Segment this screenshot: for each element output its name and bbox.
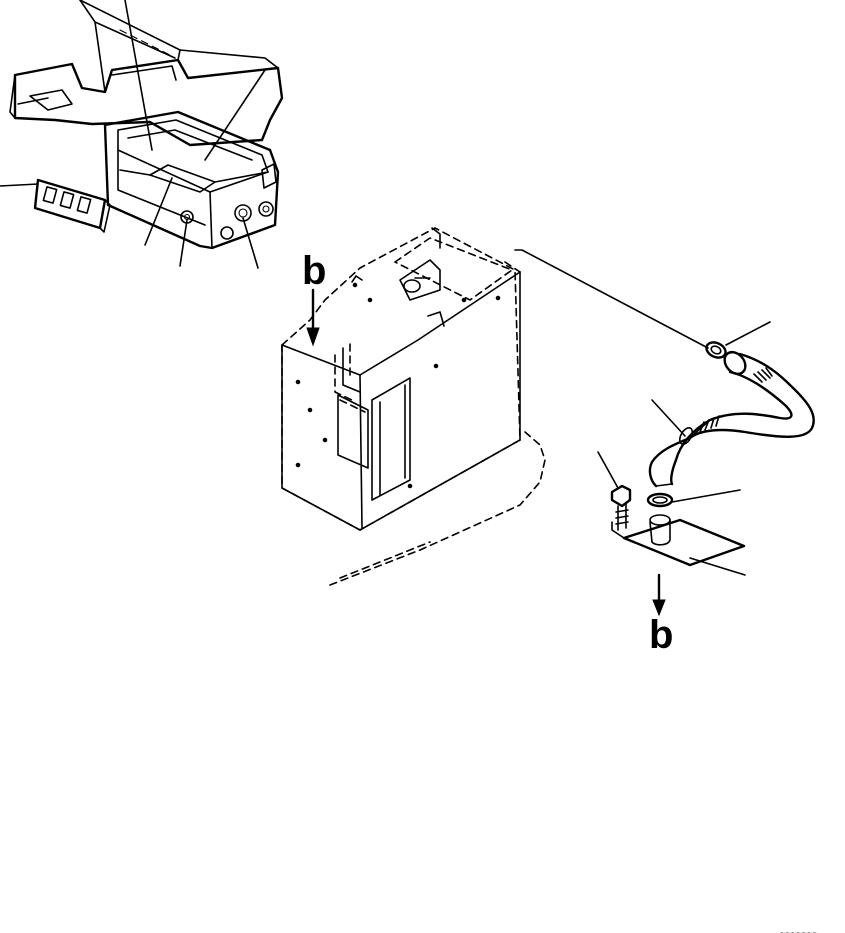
hose-line: [514, 249, 709, 349]
view-arrow-lower: b: [649, 573, 673, 657]
leader-plate: [689, 557, 746, 576]
switch-block: [33, 178, 111, 233]
drawing-code: ~~~~~~~: [780, 929, 818, 933]
drain-plate: [611, 514, 746, 567]
leader-lines-console: [0, 0, 266, 269]
view-label-upper: b: [302, 249, 326, 293]
leader-clamp: [725, 321, 771, 346]
leader-hose: [651, 399, 686, 437]
console-panel: [9, 0, 284, 250]
view-label-lower: b: [649, 613, 673, 657]
leader-clamp-lower: [671, 489, 741, 503]
drain-hose: [648, 350, 815, 488]
bolt: [610, 484, 632, 531]
heater-unit: [281, 227, 546, 586]
hose-clamp-lower: [646, 492, 674, 508]
hose-clamp: [705, 341, 727, 359]
view-arrow-upper: b: [302, 249, 326, 347]
leader-bolt: [597, 451, 619, 489]
